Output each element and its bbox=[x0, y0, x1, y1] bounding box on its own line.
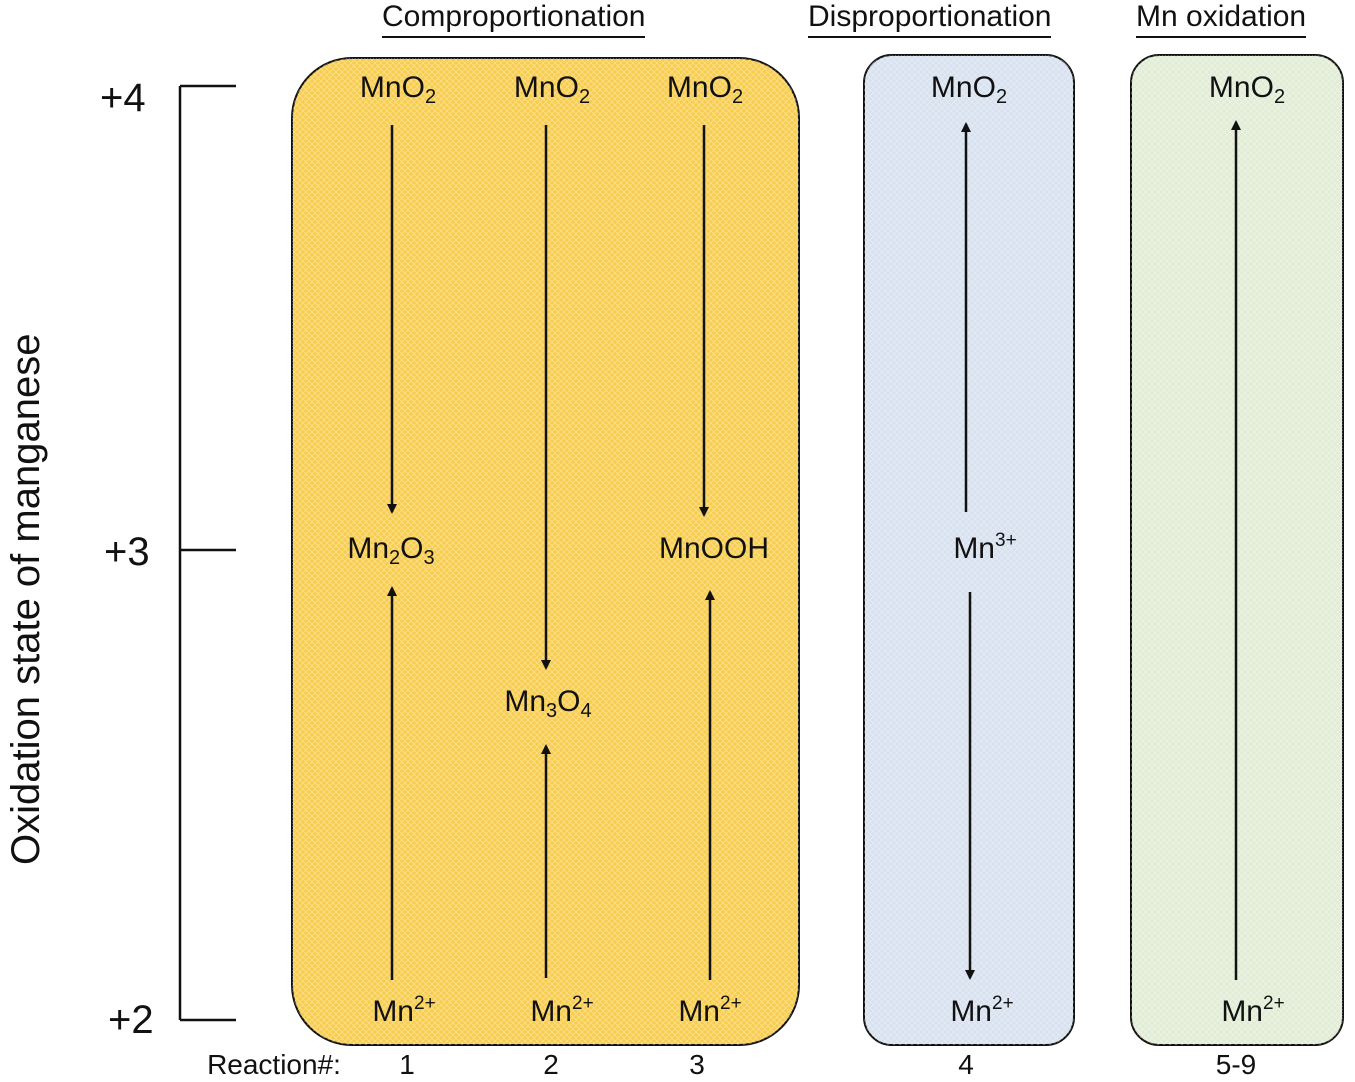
species-mn2-r1: Mn2+ bbox=[372, 993, 436, 1028]
species-mno2-r1: MnO2 bbox=[359, 71, 437, 108]
species-mn3: Mn3+ bbox=[953, 530, 1017, 565]
heading-disproportionation: Disproportionation bbox=[808, 0, 1052, 38]
species-mn2-r4: Mn2+ bbox=[950, 993, 1014, 1028]
species-mno2-r4: MnO2 bbox=[930, 71, 1008, 108]
species-mno2-r5: MnO2 bbox=[1208, 71, 1286, 108]
reaction-label: Reaction#: bbox=[207, 1049, 341, 1080]
reaction-number-4: 4 bbox=[958, 1049, 974, 1080]
heading-comproportionation: Comproportionation bbox=[382, 0, 646, 38]
disproportionation-panel bbox=[863, 54, 1075, 1046]
species-mn2-r3: Mn2+ bbox=[678, 993, 742, 1028]
reaction-number-1: 1 bbox=[399, 1049, 415, 1080]
reaction-number-3: 3 bbox=[689, 1049, 705, 1080]
species-mno2-r2: MnO2 bbox=[513, 71, 591, 108]
species-mn2-r5: Mn2+ bbox=[1221, 993, 1285, 1028]
species-mn2o3: Mn2O3 bbox=[347, 532, 435, 569]
species-mn2-r2: Mn2+ bbox=[530, 993, 594, 1028]
species-mnooh: MnOOH bbox=[658, 532, 770, 565]
tick-label-plus4: +4 bbox=[100, 76, 146, 120]
reaction-number-5-9: 5-9 bbox=[1215, 1049, 1257, 1080]
species-mn3o4: Mn3O4 bbox=[504, 685, 592, 722]
oxidation-axis bbox=[178, 84, 236, 1022]
species-mno2-r3: MnO2 bbox=[666, 71, 744, 108]
tick-label-plus2: +2 bbox=[108, 998, 154, 1042]
heading-mn-oxidation: Mn oxidation bbox=[1136, 0, 1307, 38]
axis-title: Oxidation state of manganese bbox=[4, 333, 48, 865]
reaction-number-2: 2 bbox=[543, 1049, 559, 1080]
tick-label-plus3: +3 bbox=[104, 530, 150, 574]
